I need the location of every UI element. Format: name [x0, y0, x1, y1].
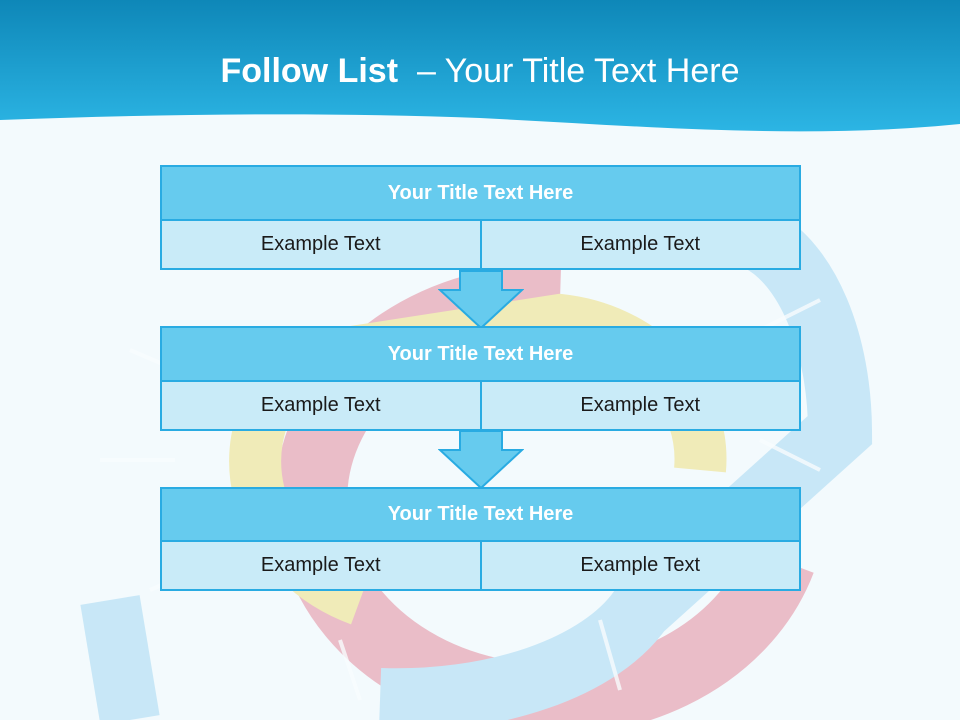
flow-block-row: Example Text Example Text [160, 382, 801, 431]
flow-block-cell-right: Example Text [481, 382, 801, 431]
flow-block-title: Your Title Text Here [160, 326, 801, 382]
flow-block-3: Your Title Text Here Example Text Exampl… [160, 487, 801, 591]
flow-block-row: Example Text Example Text [160, 542, 801, 591]
flow-block-cell-left: Example Text [160, 382, 482, 431]
down-arrow-connector [438, 430, 524, 490]
flow-block-cell-right: Example Text [481, 221, 801, 270]
blue-ring-segment [80, 595, 160, 720]
down-arrow-connector [438, 270, 524, 330]
blue-ring-segment [379, 211, 873, 720]
slide-title-bold: Follow List [220, 52, 399, 90]
flow-block-1: Your Title Text Here Example Text Exampl… [160, 165, 801, 270]
flow-block-row: Example Text Example Text [160, 221, 801, 270]
slide-title-rest: – Your Title Text Here [416, 52, 740, 90]
flow-block-title: Your Title Text Here [160, 165, 801, 221]
flow-block-cell-left: Example Text [160, 542, 482, 591]
flow-block-title: Your Title Text Here [160, 487, 801, 542]
slide-title: Follow List – Your Title Text Here [0, 52, 960, 91]
flow-block-cell-left: Example Text [160, 221, 482, 270]
flow-block-2: Your Title Text Here Example Text Exampl… [160, 326, 801, 431]
flow-block-cell-right: Example Text [481, 542, 801, 591]
